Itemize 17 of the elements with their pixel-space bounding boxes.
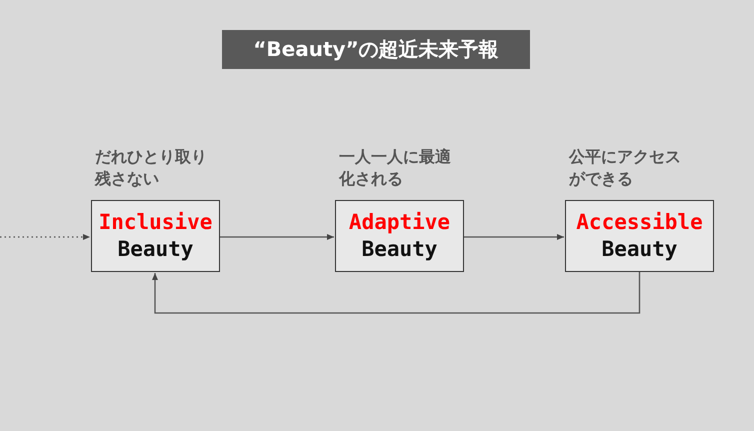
arrow (464, 234, 564, 240)
process-box (91, 200, 220, 272)
process-box (335, 200, 464, 272)
process-box (565, 200, 714, 272)
box-heading: Adaptive (348, 209, 450, 236)
box-caption: だれひとり取り残さない (95, 146, 208, 190)
dotted-arrow (0, 234, 90, 240)
box-heading: Inclusive (98, 209, 212, 236)
box-text: Beauty (602, 236, 678, 263)
box-text: Beauty (118, 236, 194, 263)
title-banner: “Beauty”の超近未来予報 (222, 30, 530, 69)
box-heading: Accessible (576, 209, 703, 236)
arrow (152, 272, 640, 314)
arrow (220, 234, 334, 240)
box-caption: 公平にアクセスができる (569, 146, 682, 190)
box-caption: 一人一人に最適化される (339, 146, 452, 190)
box-text: Beauty (362, 236, 438, 263)
